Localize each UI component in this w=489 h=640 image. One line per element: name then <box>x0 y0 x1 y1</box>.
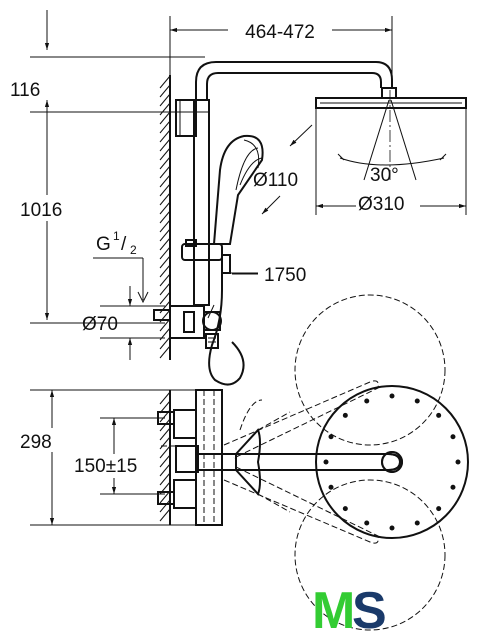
wall-hatch-line <box>159 102 171 116</box>
wall-hatch-line <box>159 427 171 441</box>
thermostat-front <box>153 305 222 349</box>
depth-dimension: 298 <box>20 389 205 526</box>
wall-hatch-line <box>159 75 171 89</box>
thread-letter: G <box>96 234 111 255</box>
thread-slash: / <box>121 234 127 255</box>
head-shower-plan <box>198 294 469 631</box>
nozzle-dot <box>364 520 370 526</box>
wall-hatch-line <box>159 201 171 215</box>
front-elevation: 464-472 116 1016 G 1 / 2 <box>10 10 467 386</box>
nozzle-dot <box>328 434 334 440</box>
nozzle-dot <box>436 412 442 418</box>
hose-length-label: 1750 <box>264 265 306 286</box>
rosette-diameter-label: Ø70 <box>82 314 118 335</box>
nozzle-dot <box>455 459 461 465</box>
logo-letter-m: M <box>312 582 355 640</box>
plan-view: 298 150±15 <box>20 294 469 631</box>
handshower-diameter-label: Ø110 <box>253 170 298 191</box>
wall-hatch-line <box>159 391 171 405</box>
nozzle-dot <box>389 393 395 399</box>
depth-label: 298 <box>20 432 52 453</box>
nozzle-dot <box>323 459 329 465</box>
wall-hatch-line <box>159 273 171 287</box>
wall-hatch-line <box>159 472 171 486</box>
wall-hatch-line <box>159 183 171 197</box>
wall-hatch-line <box>159 84 171 98</box>
arm-length-label: 464-472 <box>245 22 315 43</box>
nozzle-dot <box>414 398 420 404</box>
wall-hatch-line <box>159 93 171 107</box>
arm-plan <box>197 380 403 544</box>
rosette-dimension: Ø70 <box>82 286 165 360</box>
wall-hatch-line <box>159 192 171 206</box>
wall-hatch-line <box>159 237 171 251</box>
brand-logo: M S <box>312 582 387 640</box>
wall-hatch-line <box>159 147 171 161</box>
wall-top <box>159 75 171 360</box>
wall-hatch-line <box>159 499 171 513</box>
handshower-dimension: Ø110 <box>253 124 313 215</box>
wall-hatch-line <box>159 120 171 134</box>
head-shower-front: Ø310 30° <box>315 87 467 215</box>
wall-hatch-line <box>159 264 171 278</box>
arm-length-dimension: 464-472 <box>169 16 393 105</box>
wall-hatch-line <box>159 436 171 450</box>
wall-hatch-line <box>159 255 171 269</box>
nozzle-dot <box>450 434 456 440</box>
wall-hatch-line <box>159 282 171 296</box>
head-offset-label: 116 <box>10 80 40 101</box>
hose-dimension: 1750 <box>232 265 306 286</box>
wall-hatch-line <box>159 156 171 170</box>
wall-hatch-line <box>159 463 171 477</box>
swivel-angle-label: 30° <box>370 165 399 186</box>
wall-hatch-line <box>159 165 171 179</box>
wall-hatch-line <box>159 445 171 459</box>
inlet-spacing-label: 150±15 <box>74 456 137 477</box>
wall-hatch-line <box>159 291 171 305</box>
thread-num: 1 <box>113 229 120 243</box>
riser-height-label: 1016 <box>20 200 62 221</box>
thermostat-plan <box>157 389 223 526</box>
nozzle-dot <box>328 484 334 490</box>
wall-hatch-line <box>159 138 171 152</box>
height-dimensions: 116 1016 <box>10 10 210 324</box>
head-diameter-label: Ø310 <box>358 194 404 215</box>
nozzle-dot <box>436 506 442 512</box>
nozzle-dot <box>389 525 395 531</box>
nozzle-dot <box>364 398 370 404</box>
nozzle-dot <box>342 506 348 512</box>
wall-hatch-line <box>159 228 171 242</box>
thread-den: 2 <box>130 243 137 257</box>
nozzle-dot <box>342 412 348 418</box>
wall-hatch-line <box>159 129 171 143</box>
wall-hatch-line <box>159 111 171 125</box>
wall-hatch-line <box>159 345 171 359</box>
inlet-spacing-dimension: 150±15 <box>70 417 165 495</box>
hand-shower <box>207 134 264 386</box>
logo-letter-s: S <box>352 582 387 640</box>
nozzle-dot <box>414 520 420 526</box>
wall-hatch-line <box>159 246 171 260</box>
thread-label: G 1 / 2 <box>93 229 149 304</box>
wall-hatch-line <box>159 174 171 188</box>
nozzle-dot <box>450 484 456 490</box>
wall-hatch-line <box>159 219 171 233</box>
wall-hatch-line <box>159 454 171 468</box>
wall-hatch-line <box>159 336 171 350</box>
wall-hatch-line <box>159 508 171 522</box>
wall-hatch-line <box>159 210 171 224</box>
